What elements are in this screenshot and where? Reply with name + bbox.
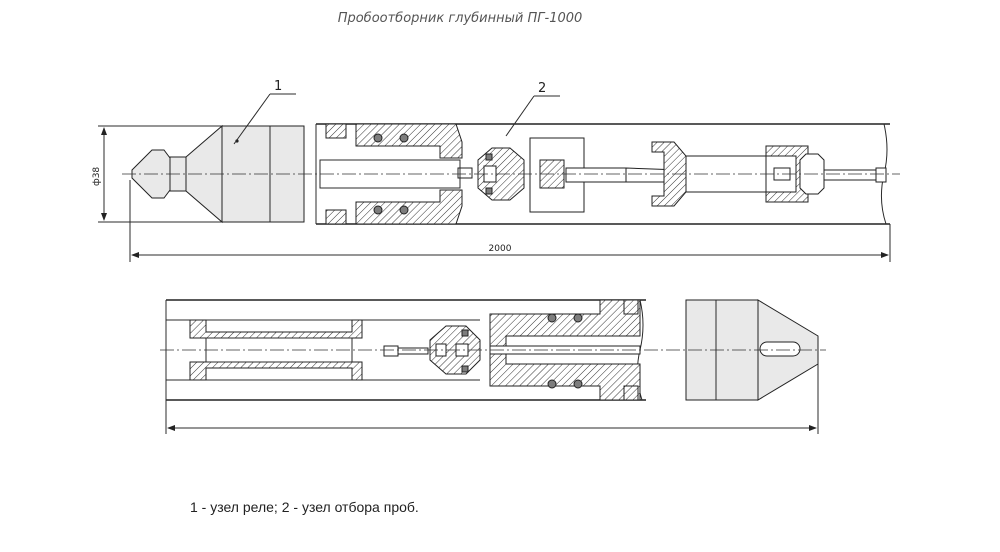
dimension-diameter: ф38 bbox=[92, 167, 102, 186]
callout-1: 1 bbox=[274, 79, 282, 94]
lower-assembly bbox=[160, 299, 826, 434]
legend-caption: 1 - узел реле; 2 - узел отбора проб. bbox=[190, 499, 419, 515]
callout-2: 2 bbox=[538, 81, 546, 96]
upper-assembly: 1 2 ф38 2000 bbox=[92, 79, 900, 262]
drawing-title: Пробоотборник глубинный ПГ-1000 bbox=[338, 11, 583, 26]
dimension-length: 2000 bbox=[489, 244, 512, 254]
